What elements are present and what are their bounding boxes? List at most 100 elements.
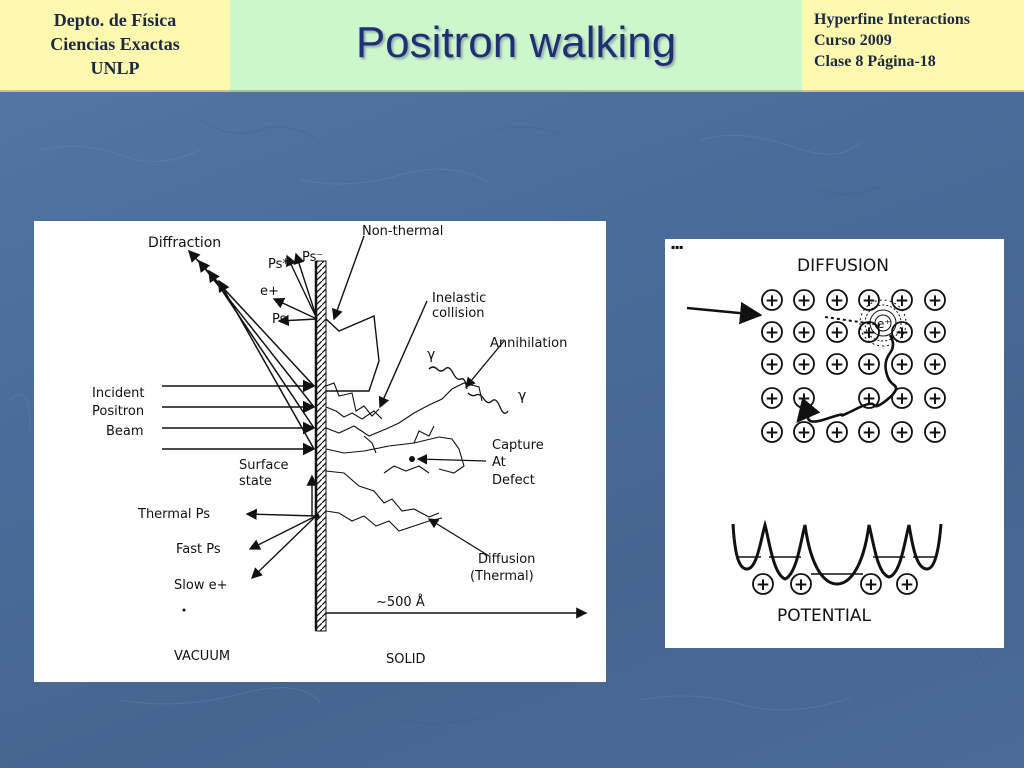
diffraction-rays — [187, 249, 315, 450]
potential-ion: + — [860, 573, 882, 595]
svg-text:+: + — [900, 575, 914, 595]
positron-incoming-path — [686, 301, 763, 325]
label-at: At — [492, 455, 506, 470]
lattice-ion: + — [924, 387, 946, 409]
potential-curve — [731, 519, 943, 586]
label-ps-star: Ps* — [268, 257, 289, 272]
svg-text:+: + — [862, 423, 876, 443]
header-right-box: Hyperfine Interactions Curso 2009 Clase … — [802, 0, 1024, 92]
svg-text:+: + — [928, 323, 942, 343]
lattice-ion: + — [826, 321, 848, 343]
svg-text:+: + — [765, 423, 779, 443]
capture-arrow — [416, 454, 487, 465]
lattice-ion: + — [793, 353, 815, 375]
positron-cloud — [859, 299, 907, 347]
diffusion-arrow — [427, 518, 490, 557]
non-thermal-path — [325, 314, 380, 392]
lattice-ion: + — [858, 353, 880, 375]
svg-text:+: + — [797, 423, 811, 443]
lattice-ion: + — [761, 387, 783, 409]
lattice-ion: + — [858, 321, 880, 343]
svg-text:+: + — [756, 575, 770, 595]
potential-ions: ++++ — [752, 573, 918, 595]
label-solid: SOLID — [386, 652, 426, 667]
svg-text:+: + — [797, 291, 811, 311]
svg-text:+: + — [797, 355, 811, 375]
surface-wall — [315, 260, 327, 632]
lattice-ion: + — [826, 421, 848, 443]
label-gamma-left: γ — [427, 347, 435, 363]
surface-emission-arrows — [272, 235, 365, 327]
ion-lattice: +++++++++++++++++++++++++++++ — [761, 289, 946, 443]
svg-text:+: + — [765, 323, 779, 343]
course-name-line: Hyperfine Interactions — [814, 11, 970, 28]
lattice-ion: + — [924, 421, 946, 443]
svg-text:+: + — [928, 423, 942, 443]
svg-text:+: + — [830, 355, 844, 375]
corner-mark: ▪▪▪ — [671, 244, 683, 251]
label-capture: Capture — [492, 438, 544, 453]
lattice-ion: + — [826, 289, 848, 311]
svg-text:+: + — [797, 323, 811, 343]
label-beam: Beam — [106, 424, 144, 439]
lattice-ion: + — [793, 289, 815, 311]
thermal-emission-arrows — [245, 508, 317, 579]
svg-text:+: + — [765, 355, 779, 375]
incident-beam-arrows — [162, 379, 316, 456]
department-line: Depto. de Física — [53, 10, 177, 30]
svg-text:+: + — [765, 389, 779, 409]
faculty-line: Ciencias Exactas — [50, 34, 180, 54]
svg-text:+: + — [928, 389, 942, 409]
svg-text:+: + — [830, 423, 844, 443]
header-left-box: Depto. de Física Ciencias Exactas UNLP — [0, 0, 230, 92]
lecture-page-line: Clase 8 Página-18 — [814, 53, 936, 70]
label-surface-2: state — [239, 474, 272, 489]
lattice-ion: + — [858, 289, 880, 311]
label-surface-1: Surface — [239, 458, 289, 473]
potential-ion: + — [896, 573, 918, 595]
label-thermal: (Thermal) — [470, 569, 534, 584]
lattice-ion: + — [891, 421, 913, 443]
svg-text:+: + — [928, 291, 942, 311]
svg-text:+: + — [830, 291, 844, 311]
svg-text:+: + — [928, 355, 942, 375]
label-annihilation: Annihilation — [490, 336, 567, 351]
label-e-plus: e+ — [260, 284, 279, 299]
lattice-ion: + — [858, 421, 880, 443]
label-diffusion: Diffusion — [478, 552, 535, 567]
svg-text:+: + — [895, 389, 909, 409]
label-thermal-ps: Thermal Ps — [137, 507, 210, 522]
annihilation-wave-right — [467, 392, 509, 414]
lattice-ion: + — [793, 421, 815, 443]
svg-text:+: + — [895, 291, 909, 311]
svg-text:+: + — [862, 355, 876, 375]
svg-text:+: + — [895, 355, 909, 375]
annihilation-wave-left — [428, 366, 468, 390]
label-diffusion-title: DIFFUSION — [797, 256, 889, 276]
lattice-ion: + — [891, 387, 913, 409]
lattice-ion: + — [891, 289, 913, 311]
positron-interactions-diagram: Diffraction Ps* Ps⁻ e+ Ps Non-thermal In… — [34, 221, 606, 682]
label-inelastic-2: collision — [432, 306, 485, 321]
lattice-ion: + — [924, 289, 946, 311]
defect-point — [409, 456, 415, 462]
svg-text:+: + — [895, 323, 909, 343]
label-positron-e-plus: e⁺ — [877, 317, 891, 331]
label-gamma-right: γ — [518, 388, 526, 404]
stray-dot — [182, 608, 186, 612]
svg-text:+: + — [765, 291, 779, 311]
label-vacuum: VACUUM — [174, 649, 230, 664]
positron-interactions-svg: Diffraction Ps* Ps⁻ e+ Ps Non-thermal In… — [92, 224, 588, 667]
svg-text:+: + — [864, 575, 878, 595]
label-slow-e: Slow e+ — [174, 578, 227, 593]
lattice-ion: + — [891, 321, 913, 343]
label-diffraction: Diffraction — [148, 235, 221, 251]
label-non-thermal: Non-thermal — [362, 224, 443, 239]
header-title-box: Positron walking — [230, 0, 802, 92]
inelastic-arrow — [378, 300, 428, 409]
lattice-ion: + — [761, 321, 783, 343]
emission-point — [314, 513, 320, 519]
potential-levels — [737, 556, 937, 575]
label-defect: Defect — [492, 473, 535, 488]
lattice-ion: + — [924, 321, 946, 343]
